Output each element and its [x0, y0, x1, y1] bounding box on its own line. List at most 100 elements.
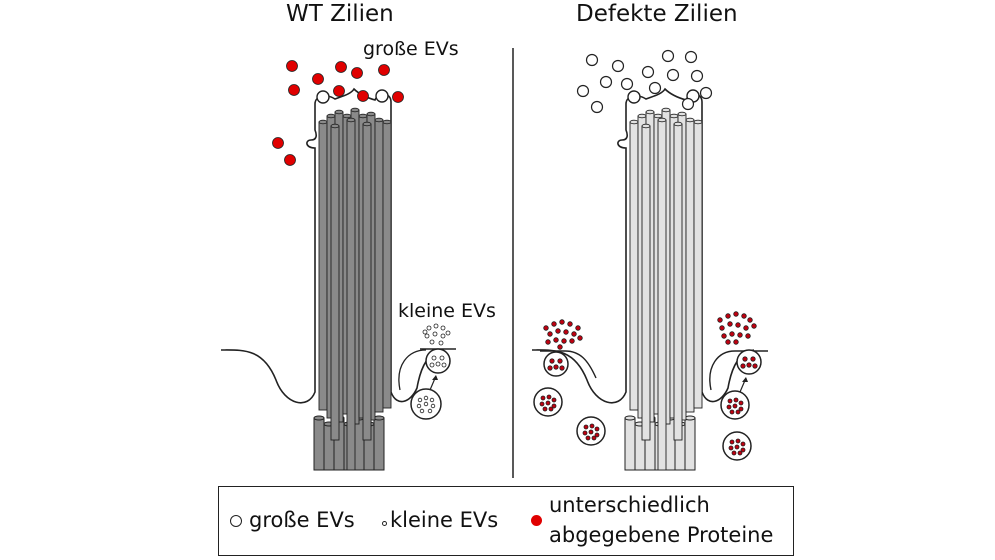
protein-ev	[746, 362, 752, 368]
label-small-evs: kleine EVs	[398, 300, 496, 322]
defect-cilium	[531, 87, 755, 471]
large-ev-white	[684, 50, 698, 64]
tube-cap	[661, 107, 671, 113]
small-ev	[432, 331, 438, 337]
tube-cap	[350, 107, 360, 113]
large-ev-white	[585, 53, 599, 67]
protein-ev	[563, 329, 569, 335]
small-ev	[440, 333, 446, 339]
protein-ev	[732, 403, 738, 409]
large-ev-white	[620, 77, 634, 91]
title-defect-cilia: Defekte Zilien	[576, 1, 738, 27]
microtubule	[685, 119, 695, 413]
protein-ev	[727, 398, 733, 404]
protein-ev	[553, 364, 559, 370]
protein-ev	[747, 317, 753, 323]
protein-ev	[588, 429, 594, 435]
microtubule	[346, 119, 356, 471]
protein-ev	[738, 406, 744, 412]
membrane-bud	[316, 90, 330, 104]
protein-ev	[719, 325, 725, 331]
small-ev	[416, 403, 422, 409]
label-large-evs: große EVs	[363, 38, 459, 60]
protein-ev	[594, 426, 600, 432]
tube-cap	[342, 113, 352, 119]
protein-ev	[561, 338, 567, 344]
small-ev	[427, 408, 433, 414]
legend-large-evs: große EVs	[249, 508, 355, 532]
arrow-head	[432, 375, 438, 380]
mvb-bud	[425, 348, 451, 374]
tube-cap	[629, 119, 639, 125]
protein-ev	[547, 331, 553, 337]
large-ev-white	[576, 84, 590, 98]
small-ev-icon	[382, 521, 387, 526]
tube-cap	[637, 113, 647, 119]
small-ev	[423, 395, 429, 401]
protein-ev	[725, 339, 731, 345]
large-ev-white	[666, 68, 680, 82]
protein-ev	[741, 313, 747, 319]
protein-ev	[729, 331, 735, 337]
protein-ev	[557, 358, 563, 364]
protein-ev	[728, 445, 734, 451]
large-ev-red	[288, 84, 300, 96]
small-ev	[445, 330, 451, 336]
small-ev	[429, 397, 435, 403]
protein-ev	[733, 311, 739, 317]
small-ev	[423, 401, 429, 407]
large-ev-white	[699, 86, 713, 100]
protein-ev	[559, 365, 565, 371]
small-ev	[439, 355, 445, 361]
large-ev-red	[286, 60, 298, 72]
large-ev-white	[590, 100, 604, 114]
protein-ev	[752, 363, 758, 369]
protein-ev	[738, 400, 744, 406]
large-ev-red	[333, 85, 345, 97]
tube-cap	[366, 111, 376, 117]
protein-ev	[575, 325, 581, 331]
protein-ev	[559, 319, 565, 325]
protein-ev	[740, 363, 746, 369]
protein-ev	[583, 424, 589, 430]
protein-ev	[549, 358, 555, 364]
tube-cap	[382, 119, 392, 125]
membrane-segment	[540, 350, 597, 379]
tube-cap	[358, 113, 368, 119]
membrane-bud	[627, 90, 641, 104]
protein-ev	[733, 339, 739, 345]
protein-ev	[721, 333, 727, 339]
microtubule	[330, 125, 340, 441]
small-ev	[438, 340, 444, 346]
protein-ev	[546, 394, 552, 400]
microtubule	[629, 121, 639, 411]
protein-ev	[585, 435, 591, 441]
protein-ev	[557, 344, 563, 350]
protein-ev	[545, 400, 551, 406]
protein-ev	[545, 339, 551, 345]
protein-ev	[726, 404, 732, 410]
mvb-bud	[736, 349, 762, 375]
microtubule	[374, 119, 384, 413]
microtubule	[362, 123, 372, 441]
protein-ev	[745, 333, 751, 339]
protein-ev	[735, 322, 741, 328]
protein-ev	[547, 365, 553, 371]
protein-ev	[548, 406, 554, 412]
protein-ev	[733, 397, 739, 403]
large-ev-white	[611, 59, 625, 73]
protein-ev	[737, 450, 743, 456]
small-ev	[424, 333, 430, 339]
defect-small-evs	[533, 311, 768, 461]
protein-ev	[740, 447, 746, 453]
basal-body-tube	[684, 417, 696, 471]
protein-ev	[750, 356, 756, 362]
tube-cap	[318, 119, 328, 125]
protein-ev	[540, 395, 546, 401]
small-ev	[429, 362, 435, 368]
large-ev-white	[661, 49, 675, 63]
large-ev-red	[312, 73, 324, 85]
protein-ev	[589, 423, 595, 429]
tube-cap	[373, 415, 385, 421]
protein-ev	[591, 435, 597, 441]
